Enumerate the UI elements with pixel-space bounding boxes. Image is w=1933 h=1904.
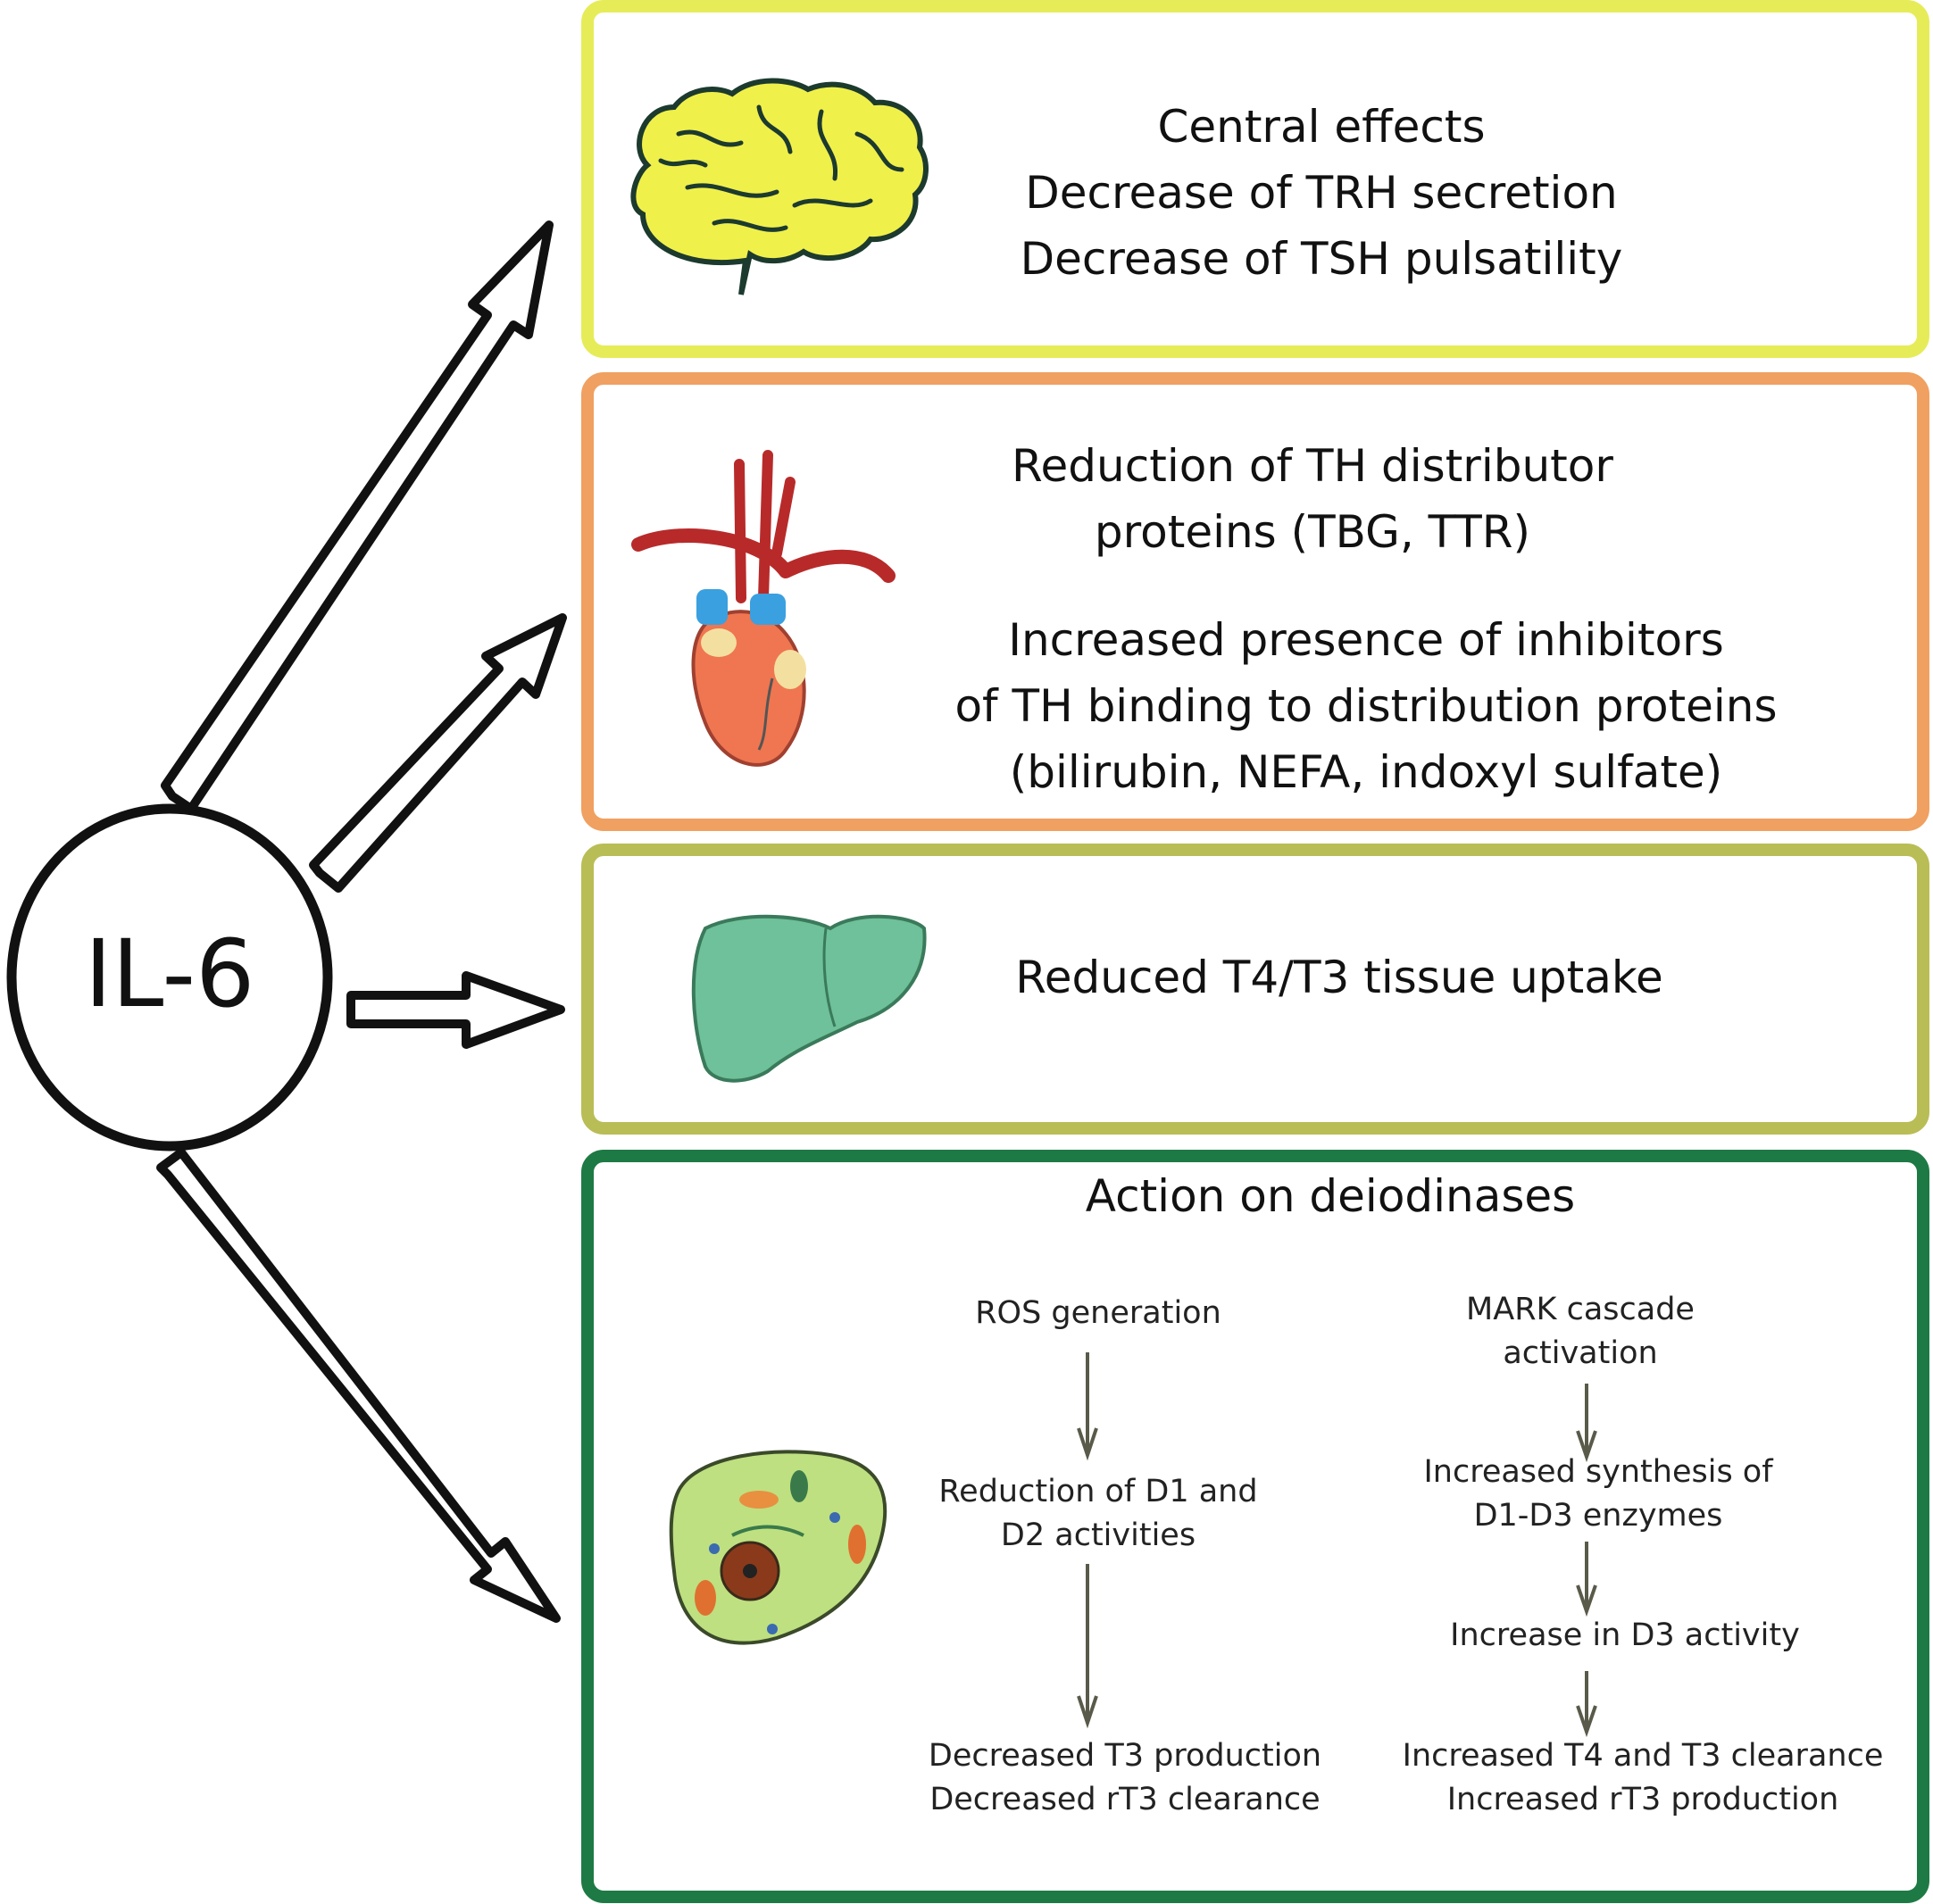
- distribution-a-line-1: Reduction of TH distributor: [1012, 440, 1613, 492]
- left-step-3: Decreased T3 production Decreased rT3 cl…: [928, 1738, 1322, 1817]
- uptake-text: Reduced T4/T3 tissue uptake: [1015, 952, 1663, 1003]
- panel-tissue-uptake: [581, 844, 1929, 1135]
- right-step-4: Increased T4 and T3 clearance Increased …: [1402, 1738, 1884, 1817]
- central-line-2: Decrease of TRH secretion: [1025, 167, 1618, 219]
- central-line-3: Decrease of TSH pulsatility: [1020, 233, 1623, 285]
- left-step-1: ROS generation: [975, 1295, 1221, 1331]
- il6-label: IL-6: [84, 919, 255, 1028]
- right-step-2: Increased synthesis of D1-D3 enzymes: [1423, 1454, 1773, 1534]
- brain-icon: [630, 78, 929, 295]
- panel-distribution: [581, 372, 1929, 831]
- panel-deiodinases: [581, 1150, 1929, 1903]
- arrow-to-distribution: [309, 613, 567, 893]
- left-step-2: Reduction of D1 and D2 activities: [938, 1474, 1258, 1553]
- panel-central-effects: [581, 0, 1929, 358]
- distribution-b-line-2: of TH binding to distribution proteins: [954, 680, 1778, 732]
- distribution-b-line-1: Increased presence of inhibitors: [1008, 614, 1724, 666]
- distribution-text-b: Increased presence of inhibitors of TH b…: [893, 607, 1839, 805]
- liver-icon: [691, 914, 927, 1083]
- cell-icon: [669, 1450, 887, 1645]
- arrow-to-deiodinases: [156, 1148, 561, 1623]
- arrow-to-central: [161, 220, 554, 813]
- deiodinases-title: Action on deiodinases: [1085, 1170, 1576, 1222]
- distribution-b-line-3: (bilirubin, NEFA, indoxyl sulfate): [1009, 746, 1723, 798]
- arrow-to-uptake: [346, 971, 565, 1049]
- right-step-1: MARK cascade activation: [1466, 1292, 1695, 1371]
- distribution-a-line-2: proteins (TBG, TTR): [1094, 506, 1531, 558]
- il6-circle: [6, 803, 333, 1152]
- right-step-3: Increase in D3 activity: [1450, 1617, 1800, 1653]
- distribution-text-a: Reduction of TH distributor proteins (TB…: [911, 433, 1714, 565]
- heart-icon: [631, 450, 896, 767]
- central-line-1: Central effects: [1157, 101, 1486, 153]
- central-effects-text: Central effects Decrease of TRH secretio…: [937, 94, 1705, 292]
- flow-arrows: [1077, 1352, 1597, 1738]
